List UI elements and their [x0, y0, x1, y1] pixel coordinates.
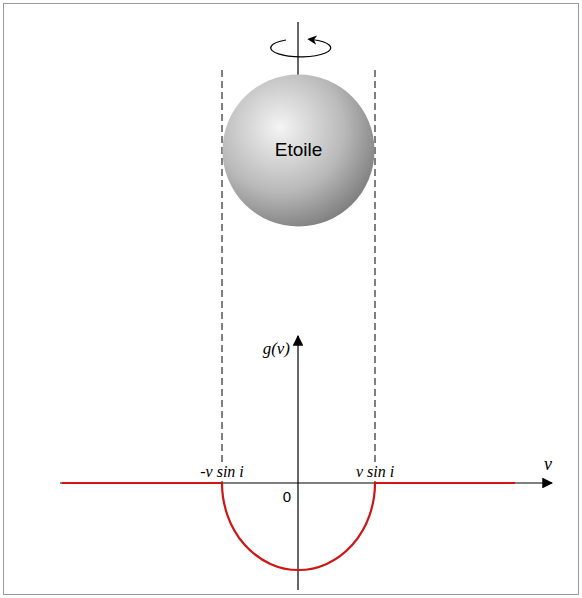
y-axis — [297, 336, 298, 590]
bound-label: ν sin i — [354, 463, 396, 481]
dashed-guide — [375, 70, 376, 483]
axis-title: g(ν) — [261, 340, 292, 359]
star-label: Etoile — [275, 139, 323, 161]
rotation-arrow — [271, 40, 331, 57]
frame — [4, 4, 579, 595]
axis-title: ν — [542, 455, 554, 475]
profile-curve — [62, 483, 515, 570]
origin-label: 0 — [281, 489, 293, 506]
dashed-guide — [222, 70, 223, 483]
rotation-axis — [297, 22, 298, 75]
bound-label: -ν sin i — [198, 463, 246, 481]
star-disc — [223, 74, 375, 226]
star-circle: Etoile — [222, 74, 375, 227]
